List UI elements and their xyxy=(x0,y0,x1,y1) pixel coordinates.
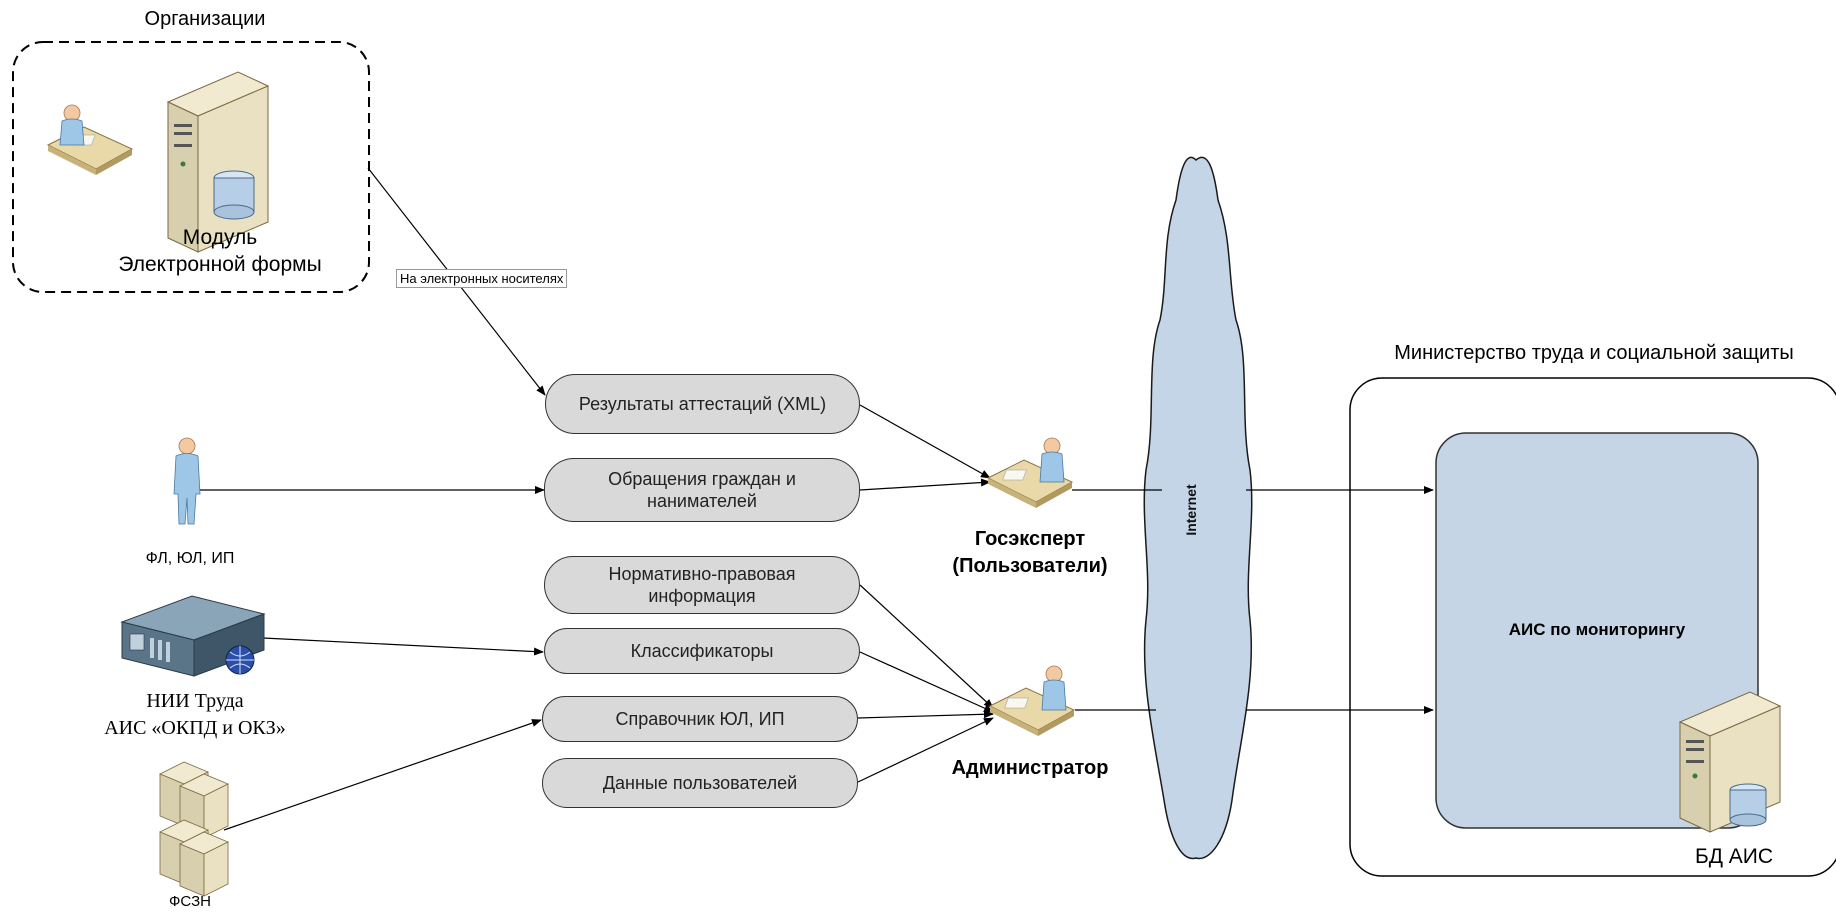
pill-user-data: Данные пользователей xyxy=(542,758,858,808)
gosexpert-label-line2: (Пользователи) xyxy=(952,555,1108,577)
edge-appeals-to-gosexpert xyxy=(859,478,991,491)
db-ais-label: БД АИС xyxy=(1694,845,1774,868)
edge-note: На электронных носителях xyxy=(396,269,568,288)
rack-server-icon xyxy=(120,595,266,677)
admin-label: Администратор xyxy=(951,757,1109,779)
internet-cloud xyxy=(1143,156,1253,860)
pill-directory: Справочник ЮЛ, ИП xyxy=(542,696,858,742)
operator-desk-icon xyxy=(46,104,134,175)
organizations-group xyxy=(12,41,370,293)
ais-monitoring-box xyxy=(1435,432,1759,829)
organizations-title: Организации xyxy=(144,8,266,30)
nii-label-line1: НИИ Труда xyxy=(146,690,244,712)
pill-attestation-results-text: Результаты аттестаций (XML) xyxy=(578,394,827,414)
edge-fszn-to-directory xyxy=(223,719,542,831)
citizens-label: ФЛ, ЮЛ, ИП xyxy=(145,550,235,567)
pill-normative-line1: Нормативно-правовая xyxy=(608,564,796,584)
ministry-title: Министерство труда и социальной защиты xyxy=(1394,342,1794,364)
pill-attestation-results: Результаты аттестаций (XML) xyxy=(545,374,860,434)
edge-directory-to-admin xyxy=(857,710,994,719)
fszn-label: ФСЗН xyxy=(169,893,211,910)
gosexpert-label-line1: Госэксперт xyxy=(974,528,1086,550)
pill-classifiers-text: Классификаторы xyxy=(630,641,774,661)
module-label-line2: Электронной формы xyxy=(118,253,322,276)
internet-label: Internet xyxy=(1183,484,1199,536)
pill-appeals-line2: нанимателей xyxy=(647,491,757,511)
pill-user-data-text: Данные пользователей xyxy=(602,773,798,793)
ais-monitoring-label: АИС по мониторингу xyxy=(1508,620,1686,639)
edge-results-to-gosexpert xyxy=(859,404,991,479)
edge-nii-to-classifiers xyxy=(262,637,544,656)
pill-appeals: Обращения граждан и нанимателей xyxy=(544,458,860,522)
pill-normative: Нормативно-правовая информация xyxy=(544,556,860,614)
module-server-icon xyxy=(166,71,270,253)
gosexpert-desk-icon xyxy=(986,437,1074,508)
pill-directory-text: Справочник ЮЛ, ИП xyxy=(615,709,785,729)
pill-normative-line2: информация xyxy=(648,586,756,606)
pill-classifiers: Классификаторы xyxy=(544,628,860,674)
db-server-icon xyxy=(1678,691,1782,833)
pill-appeals-line1: Обращения граждан и xyxy=(608,469,796,489)
edge-normative-to-admin xyxy=(859,584,994,709)
module-label-line1: Модуль xyxy=(182,226,258,249)
edge-classifiers-to-admin xyxy=(859,651,994,713)
edge-userdata-to-admin xyxy=(857,717,994,783)
admin-desk-icon xyxy=(988,665,1076,736)
server-stack-icon xyxy=(159,761,229,897)
person-icon xyxy=(173,437,201,525)
nii-label-line2: АИС «ОКПД и ОКЗ» xyxy=(104,717,286,739)
